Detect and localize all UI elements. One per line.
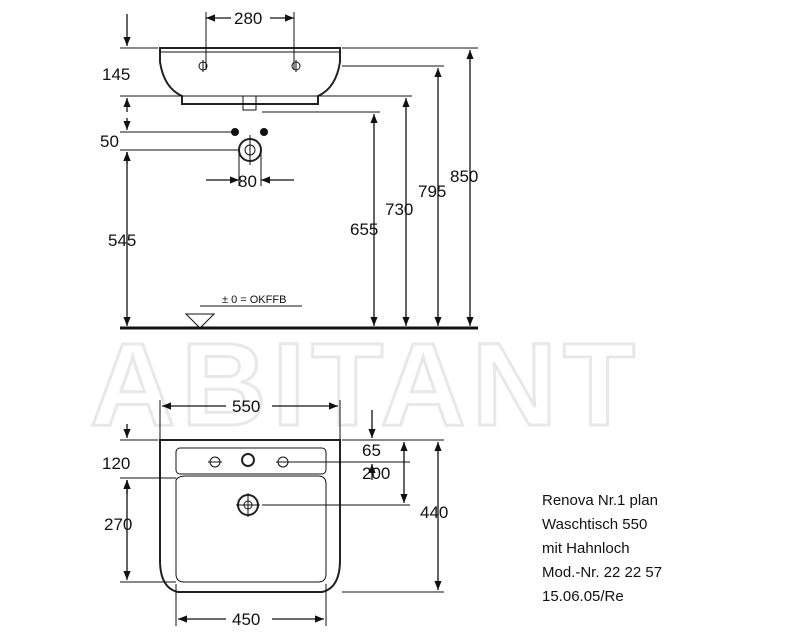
dim-120: 120: [102, 454, 130, 473]
top-view: 550 120 270 65 200 440 450: [102, 397, 448, 629]
basin-top-outline: [159, 439, 341, 593]
title-line-3: mit Hahnloch: [542, 540, 630, 557]
title-line-5: 15.06.05/Re: [542, 588, 624, 605]
dim-80: 80: [238, 172, 257, 191]
dim-200: 200: [362, 464, 390, 483]
dim-550: 550: [232, 397, 260, 416]
dim-730: 730: [385, 200, 413, 219]
dim-65: 65: [362, 441, 381, 460]
dim-850: 850: [450, 167, 478, 186]
dim-545: 545: [108, 231, 136, 250]
dim-280: 280: [234, 9, 262, 28]
floor-reference-label: ± 0 = OKFFB: [222, 294, 286, 306]
title-line-2: Waschtisch 550: [542, 516, 647, 533]
dim-270: 270: [104, 515, 132, 534]
dim-145: 145: [102, 65, 130, 84]
watermark: ABITANT: [90, 319, 641, 451]
dim-50: 50: [100, 132, 119, 151]
title-line-1: Renova Nr.1 plan: [542, 492, 658, 509]
title-line-4: Mod.-Nr. 22 22 57: [542, 564, 662, 581]
title-block: Renova Nr.1 plan Waschtisch 550 mit Hahn…: [542, 492, 662, 605]
dim-795: 795: [418, 182, 446, 201]
dim-450: 450: [232, 610, 260, 629]
front-view: 280 145 50 80 545 655 730 795: [100, 9, 478, 330]
dim-440: 440: [420, 503, 448, 522]
dim-655: 655: [350, 220, 378, 239]
